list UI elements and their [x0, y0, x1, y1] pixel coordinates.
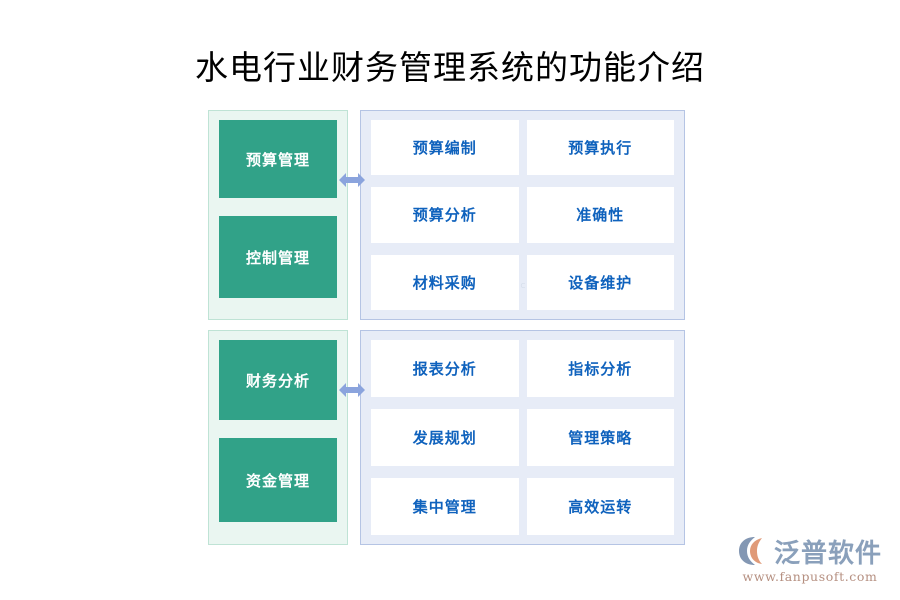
feature-panel-budget-control: 预算编制 预算执行 预算分析 准确性 材料采购 设备维护 [360, 110, 685, 320]
module-box-control-management[interactable]: 控制管理 [219, 216, 337, 298]
feature-card[interactable]: 管理策略 [526, 409, 674, 466]
double-arrow-icon-section-2 [338, 380, 366, 400]
feature-label: 高效运转 [568, 498, 633, 516]
feature-label: 材料采购 [412, 273, 477, 292]
feature-card[interactable]: 准确性 [526, 187, 674, 243]
module-label: 资金管理 [245, 471, 310, 490]
feature-card-grid: 报表分析 指标分析 发展规划 管理策略 集中管理 高效运转 [371, 340, 674, 535]
feature-label: 集中管理 [412, 498, 477, 516]
brand-url: www.fanpusoft.com [742, 569, 878, 584]
feature-card[interactable]: 高效运转 [526, 478, 674, 535]
double-arrow-icon-section-1 [338, 170, 366, 190]
feature-card-grid: 预算编制 预算执行 预算分析 准确性 材料采购 设备维护 [371, 120, 674, 310]
feature-card[interactable]: 设备维护 [526, 254, 674, 310]
feature-label: 管理策略 [568, 429, 633, 447]
feature-card[interactable]: 发展规划 [371, 409, 519, 466]
module-box-budget-management[interactable]: 预算管理 [219, 120, 337, 198]
feature-label: 报表分析 [412, 360, 477, 378]
feature-card[interactable]: 指标分析 [526, 340, 674, 397]
brand-name: 泛普软件 [774, 538, 883, 569]
feature-card[interactable]: 材料采购 [371, 254, 519, 310]
feature-card[interactable]: 集中管理 [371, 478, 519, 535]
feature-card[interactable]: 预算编制 [371, 120, 519, 176]
feature-label: 指标分析 [568, 360, 633, 378]
feature-label: 预算编制 [412, 139, 477, 158]
page-title: 水电行业财务管理系统的功能介绍 [195, 48, 705, 87]
feature-label: 设备维护 [568, 273, 633, 292]
module-panel-budget-control: 预算管理 控制管理 [208, 110, 348, 320]
module-box-financial-analysis[interactable]: 财务分析 [219, 340, 337, 420]
brand-logo: 泛普软件 www.fanpusoft.com [736, 534, 884, 588]
module-label: 控制管理 [245, 248, 310, 267]
feature-label: 预算执行 [568, 139, 633, 158]
feature-card[interactable]: 预算执行 [526, 120, 674, 176]
feature-label: 预算分析 [412, 206, 477, 225]
feature-card[interactable]: 预算分析 [371, 187, 519, 243]
feature-label: 发展规划 [412, 429, 477, 447]
feature-label: 准确性 [576, 206, 625, 225]
module-box-fund-management[interactable]: 资金管理 [219, 438, 337, 522]
fanpu-logo-icon [736, 535, 770, 567]
module-label: 预算管理 [245, 150, 310, 169]
feature-panel-finance-fund: 报表分析 指标分析 发展规划 管理策略 集中管理 高效运转 [360, 330, 685, 545]
module-panel-finance-fund: 财务分析 资金管理 [208, 330, 348, 545]
feature-card[interactable]: 报表分析 [371, 340, 519, 397]
module-label: 财务分析 [245, 371, 310, 390]
